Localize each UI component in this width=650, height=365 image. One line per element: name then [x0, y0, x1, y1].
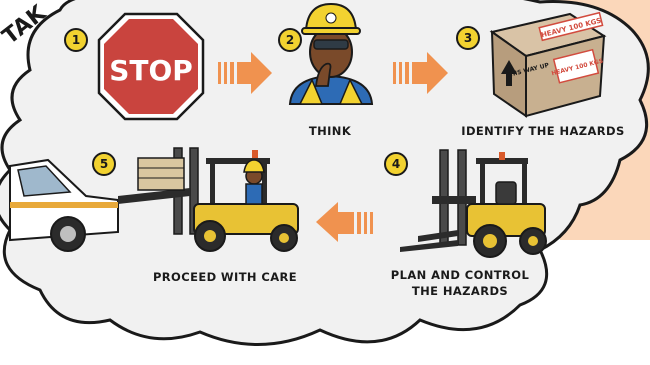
pickup-truck: [9, 158, 119, 252]
step-2-label: THINK: [308, 124, 352, 138]
forklift-proceed: [118, 147, 299, 252]
arrow-4-to-5: [316, 202, 373, 242]
step-1-number: 1: [64, 28, 88, 52]
step-2-number: 2: [278, 28, 302, 52]
step-3-number: 3: [456, 26, 480, 50]
step-5-number: 5: [92, 152, 116, 176]
step-3-label: IDENTIFY THE HAZARDS: [461, 124, 625, 138]
arrow-1-to-2: [218, 52, 272, 94]
stop-sign: [97, 12, 205, 121]
step-5-label: PROCEED WITH CARE: [152, 270, 298, 284]
heavy-box: [489, 11, 607, 118]
step-4-label-line1: PLAN AND CONTROL: [390, 268, 530, 282]
forklift-plan: [400, 149, 547, 258]
stop-sign-text: STOP: [109, 54, 193, 87]
step-4-number: 4: [384, 152, 408, 176]
arrow-2-to-3: [393, 52, 448, 94]
step-4-label-line2: THE HAZARDS: [411, 284, 509, 298]
thinking-worker: [288, 2, 374, 105]
